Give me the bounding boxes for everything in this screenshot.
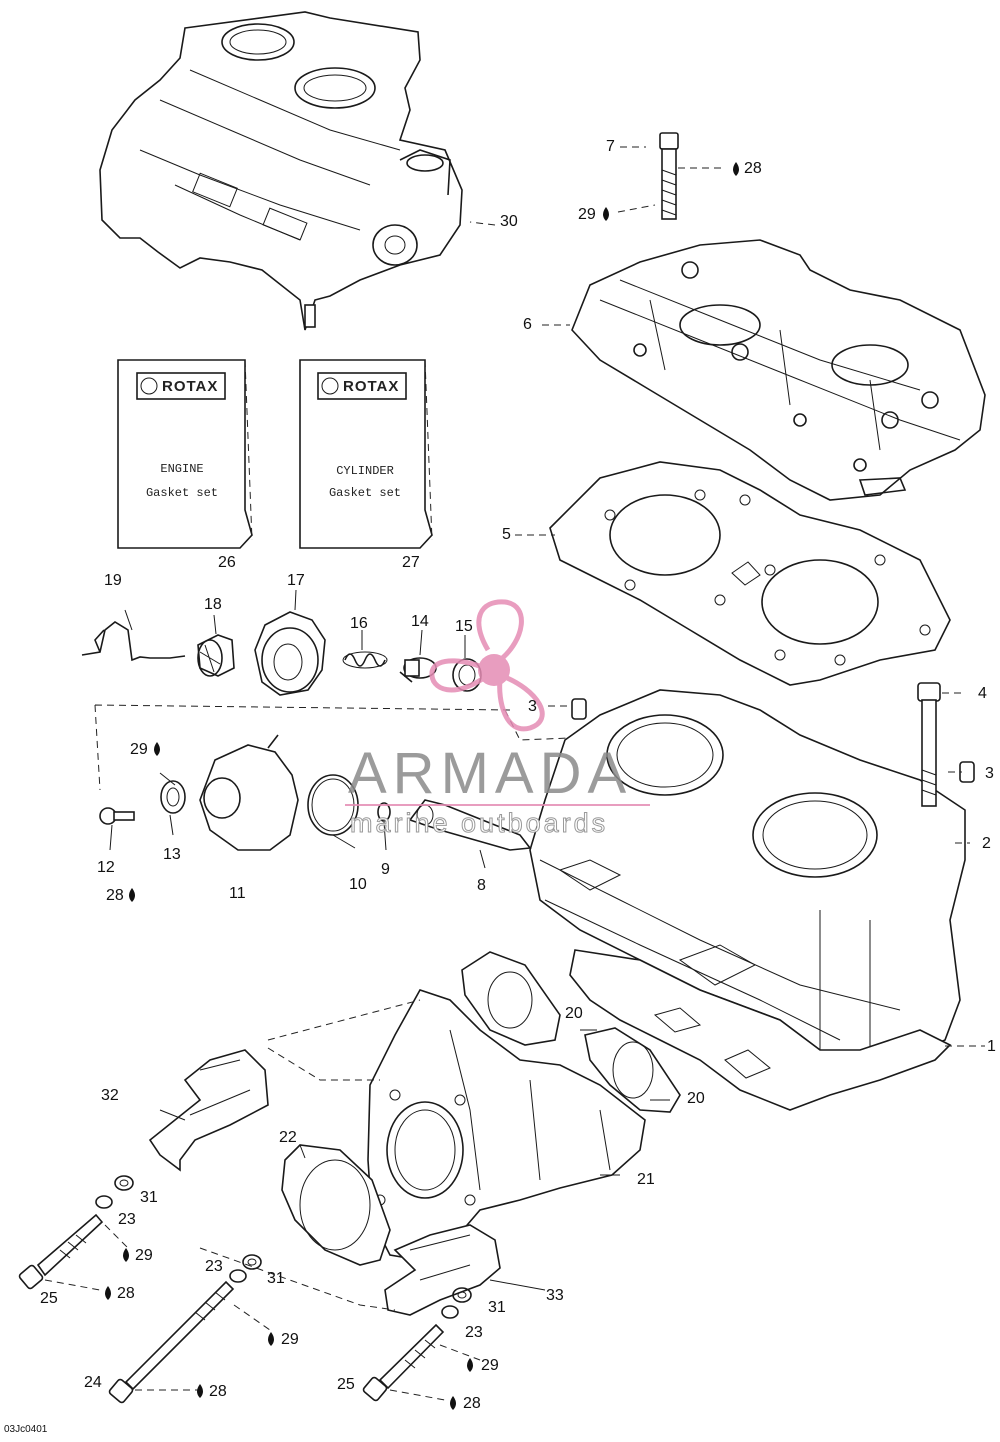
callout-14: 14 — [411, 613, 429, 630]
kit-27-line1: CYLINDER — [336, 464, 394, 478]
kit-27-brand: ROTAX — [343, 378, 400, 395]
dowel-pin-3-right — [959, 761, 975, 783]
spring-16 — [342, 651, 388, 669]
pump-housing-17 — [254, 611, 326, 696]
bolt-25-left — [18, 1213, 104, 1290]
callout-6: 6 — [523, 316, 532, 333]
callout-29-pump: 29 — [130, 741, 148, 758]
callout-33: 33 — [546, 1287, 564, 1304]
callout-29-mid: 29 — [281, 1331, 299, 1348]
outlet-8 — [408, 799, 532, 851]
callout-32: 32 — [101, 1087, 119, 1104]
impeller-18 — [197, 634, 235, 677]
watermark-subtitle: marine outboards — [349, 808, 609, 839]
callout-16: 16 — [350, 615, 368, 632]
callout-28-mid: 28 — [209, 1383, 227, 1400]
kit-26-brand: ROTAX — [162, 378, 219, 395]
exhaust-gasket-22 — [281, 1144, 391, 1266]
armada-logo-icon — [345, 599, 650, 806]
base-gasket — [569, 949, 952, 1111]
callout-13: 13 — [163, 846, 181, 863]
callout-22: 22 — [279, 1129, 297, 1146]
callout-1: 1 — [987, 1038, 996, 1055]
callout-23-left: 23 — [118, 1211, 136, 1228]
callout-28-right: 28 — [463, 1395, 481, 1412]
callout-24: 24 — [84, 1374, 102, 1391]
figure-reference-code: 03Jc0401 — [4, 1424, 48, 1435]
cylinder-block — [529, 689, 966, 1071]
engine-block-assembly — [99, 11, 463, 331]
washer-23-left — [95, 1195, 113, 1209]
callout-11: 11 — [229, 885, 246, 902]
callout-20-lower: 20 — [687, 1090, 705, 1107]
washer-31-left — [114, 1175, 134, 1191]
kit-26-line1: ENGINE — [160, 462, 204, 476]
callout-4: 4 — [978, 685, 987, 702]
callout-18: 18 — [204, 596, 222, 613]
callout-17: 17 — [287, 572, 305, 589]
callout-25-left: 25 — [40, 1290, 58, 1307]
exhaust-gasket-20-lower — [584, 1027, 681, 1113]
washer-31-right — [452, 1287, 472, 1303]
dowel-pin-3-left — [571, 698, 587, 720]
bolt-7 — [659, 132, 679, 220]
clip-19 — [81, 621, 186, 662]
callout-29-left: 29 — [135, 1247, 153, 1264]
washer-23-mid — [229, 1269, 247, 1283]
callout-28-left: 28 — [117, 1285, 135, 1302]
callout-23-mid: 23 — [205, 1258, 223, 1275]
pump-cover-11 — [199, 734, 299, 851]
callout-23-right: 23 — [465, 1324, 483, 1341]
kit-27-line2: Gasket set — [328, 486, 401, 500]
exhaust-gasket-20-upper — [461, 951, 561, 1046]
callout-30: 30 — [500, 213, 518, 230]
callout-2: 2 — [982, 835, 991, 852]
callout-29-right: 29 — [481, 1357, 499, 1374]
screw-12 — [99, 807, 135, 825]
bracket-32 — [148, 1049, 269, 1172]
stud-bolt-4 — [917, 682, 941, 807]
head-gasket — [549, 461, 951, 686]
callout-7: 7 — [606, 138, 615, 155]
callout-10: 10 — [349, 876, 367, 893]
bolt-24 — [108, 1280, 235, 1404]
callout-31-left: 31 — [140, 1189, 158, 1206]
callout-8: 8 — [477, 877, 486, 894]
washer-23-right — [441, 1305, 459, 1319]
cylinder-head — [571, 239, 986, 501]
callout-5: 5 — [502, 526, 511, 543]
callout-28-top: 28 — [744, 160, 762, 177]
exhaust-manifold-21 — [367, 989, 646, 1261]
callout-15: 15 — [455, 618, 473, 635]
gasket-set-cards — [117, 359, 433, 549]
seal-13 — [160, 780, 186, 814]
kit-26-line2: Gasket set — [145, 486, 218, 500]
callout-20-upper: 20 — [565, 1005, 583, 1022]
washer-31-mid — [242, 1254, 262, 1270]
kit-27-number: 27 — [402, 554, 420, 571]
callout-3-right: 3 — [985, 765, 994, 782]
callout-3-left: 3 — [528, 698, 537, 715]
watermark-title: ARMADA — [348, 741, 633, 806]
callout-9: 9 — [381, 861, 390, 878]
callout-21: 21 — [637, 1171, 655, 1188]
o-ring-9 — [377, 802, 391, 822]
callout-25-right: 25 — [337, 1376, 355, 1393]
kit-26-number: 26 — [218, 554, 236, 571]
lubricant-drop-icons — [105, 162, 739, 1410]
callout-31-mid: 31 — [267, 1270, 285, 1287]
bolt-25-right — [362, 1323, 445, 1402]
callout-12: 12 — [97, 859, 115, 876]
callout-19: 19 — [104, 572, 122, 589]
callout-29-top: 29 — [578, 206, 596, 223]
callout-31-right: 31 — [488, 1299, 506, 1316]
callout-28-pump: 28 — [106, 887, 124, 904]
